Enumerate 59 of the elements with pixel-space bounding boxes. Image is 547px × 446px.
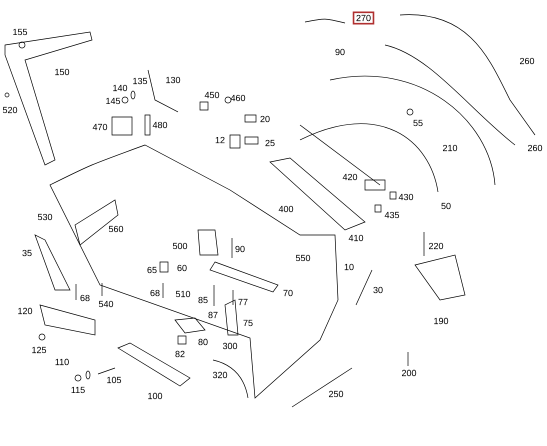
callout-number: 400 [278, 206, 294, 212]
callout-number: 12 [216, 136, 225, 144]
callout-number: 480 [152, 122, 168, 128]
callout-number: 530 [38, 214, 52, 220]
callout-number: 460 [230, 94, 246, 102]
callout-number: 500 [172, 242, 188, 250]
callout-number: 55 [413, 120, 423, 126]
callout-number: 87 [208, 312, 218, 318]
callout-number: 30 [373, 286, 383, 294]
callout-number: 135 [133, 78, 148, 84]
callout-number: 260 [520, 58, 534, 64]
callout-number: 220 [428, 242, 444, 250]
callout-number: 50 [441, 202, 451, 210]
callout-number: 260 [528, 144, 542, 152]
callout-number: 410 [348, 234, 364, 242]
callout-number: 210 [442, 144, 458, 152]
callout-number: 100 [148, 392, 162, 400]
callout-number: 82 [175, 350, 185, 358]
callout-number: 250 [328, 390, 344, 398]
callout-number: 105 [107, 376, 122, 384]
callout-number: 68 [80, 294, 90, 302]
callout-number: 75 [243, 320, 253, 326]
callout-number: 510 [176, 290, 190, 298]
callout-number: 435 [384, 212, 400, 218]
callout-number: 145 [106, 98, 120, 104]
callout-number: 85 [198, 296, 208, 304]
callout-number: 200 [402, 370, 416, 376]
callout-number: 430 [398, 194, 414, 200]
callout-number: 110 [56, 358, 69, 366]
callout-number: 80 [198, 338, 208, 346]
callout-number: 70 [283, 290, 293, 296]
callout-number: 20 [260, 116, 270, 122]
callout-number: 155 [13, 28, 28, 36]
callout-number: 65 [147, 266, 157, 274]
callout-number: 540 [98, 300, 114, 308]
callout-number: 520 [2, 106, 18, 114]
callout-number: 320 [212, 372, 228, 378]
callout-number: 450 [204, 92, 220, 98]
callout-number: 25 [265, 140, 275, 146]
callout-number: 560 [108, 226, 124, 232]
callout-number: 68 [150, 290, 160, 296]
callout-number: 140 [113, 84, 128, 92]
callout-number: 35 [22, 250, 32, 256]
callout-number: 130 [166, 76, 180, 84]
callout-number: 420 [342, 174, 358, 180]
callout-number: 190 [434, 318, 448, 324]
callout-number: 125 [32, 346, 46, 354]
highlighted-callout: 270 [352, 12, 374, 24]
callout-number: 90 [335, 48, 345, 56]
callout-number: 115 [72, 386, 85, 394]
callout-number: 60 [177, 264, 187, 272]
callout-number: 77 [238, 298, 248, 306]
callout-number: 550 [296, 254, 310, 262]
callout-number: 470 [92, 124, 108, 130]
callout-number: 120 [18, 308, 32, 314]
callout-number: 90 [235, 246, 245, 252]
callout-number: 300 [222, 342, 238, 350]
callout-number: 150 [55, 68, 70, 76]
callout-number: 10 [344, 264, 354, 270]
